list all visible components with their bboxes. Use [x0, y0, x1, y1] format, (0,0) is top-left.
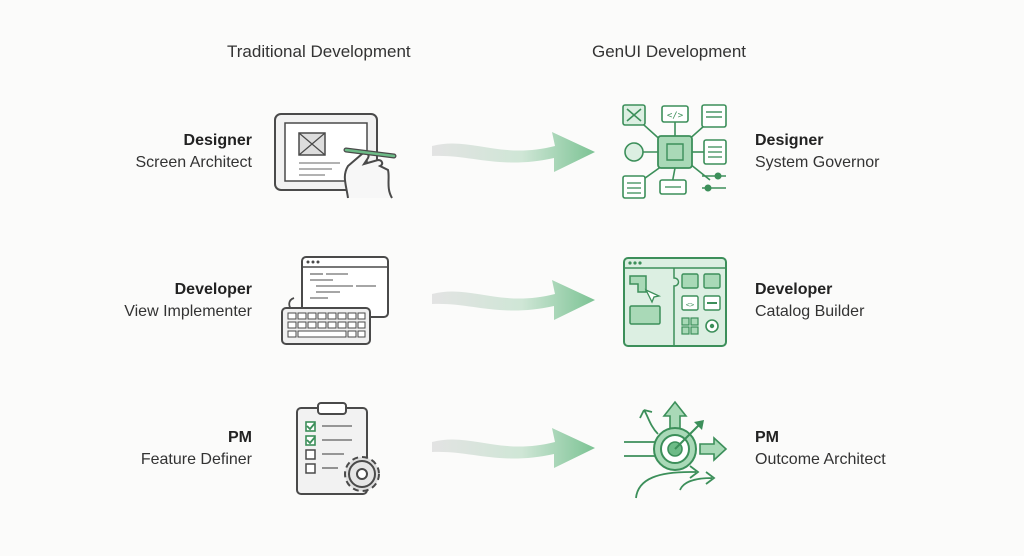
svg-text:<>: <>: [686, 301, 694, 309]
row2-left-label: Developer View Implementer: [124, 279, 252, 323]
code-keyboard-icon: [281, 256, 389, 345]
tablet-drawing-icon: [274, 113, 397, 199]
role-description: Catalog Builder: [755, 303, 865, 320]
clipboard-checklist-gear-icon: [296, 402, 380, 495]
target-arrows-icon: [624, 400, 728, 499]
role-name: Designer: [183, 132, 252, 149]
row3-left-label: PM Feature Definer: [141, 427, 252, 471]
svg-text:</>: </>: [667, 111, 684, 121]
component-network-icon: </>: [622, 104, 727, 199]
row1-right-label: Designer System Governor: [755, 130, 879, 174]
transition-arrow-icon: [432, 428, 595, 468]
transition-arrow-icon: [432, 132, 595, 172]
role-description: Feature Definer: [140, 451, 252, 468]
role-description: Outcome Architect: [755, 451, 886, 468]
role-description: System Governor: [755, 154, 880, 171]
component-catalog-window-icon: <>: [623, 257, 727, 347]
role-description: View Implementer: [124, 303, 252, 320]
row3-right-label: PM Outcome Architect: [755, 427, 886, 471]
role-name: PM: [228, 429, 252, 446]
traditional-development-title: Traditional Development: [227, 42, 411, 61]
role-name: PM: [755, 429, 779, 446]
role-description: Screen Architect: [135, 154, 253, 171]
genui-development-title: GenUI Development: [592, 42, 747, 61]
role-name: Designer: [755, 132, 824, 149]
transition-arrow-icon: [432, 280, 595, 320]
role-name: Developer: [755, 281, 833, 298]
row2-right-label: Developer Catalog Builder: [755, 279, 864, 323]
row1-left-label: Designer Screen Architect: [136, 130, 253, 174]
role-name: Developer: [174, 281, 252, 298]
